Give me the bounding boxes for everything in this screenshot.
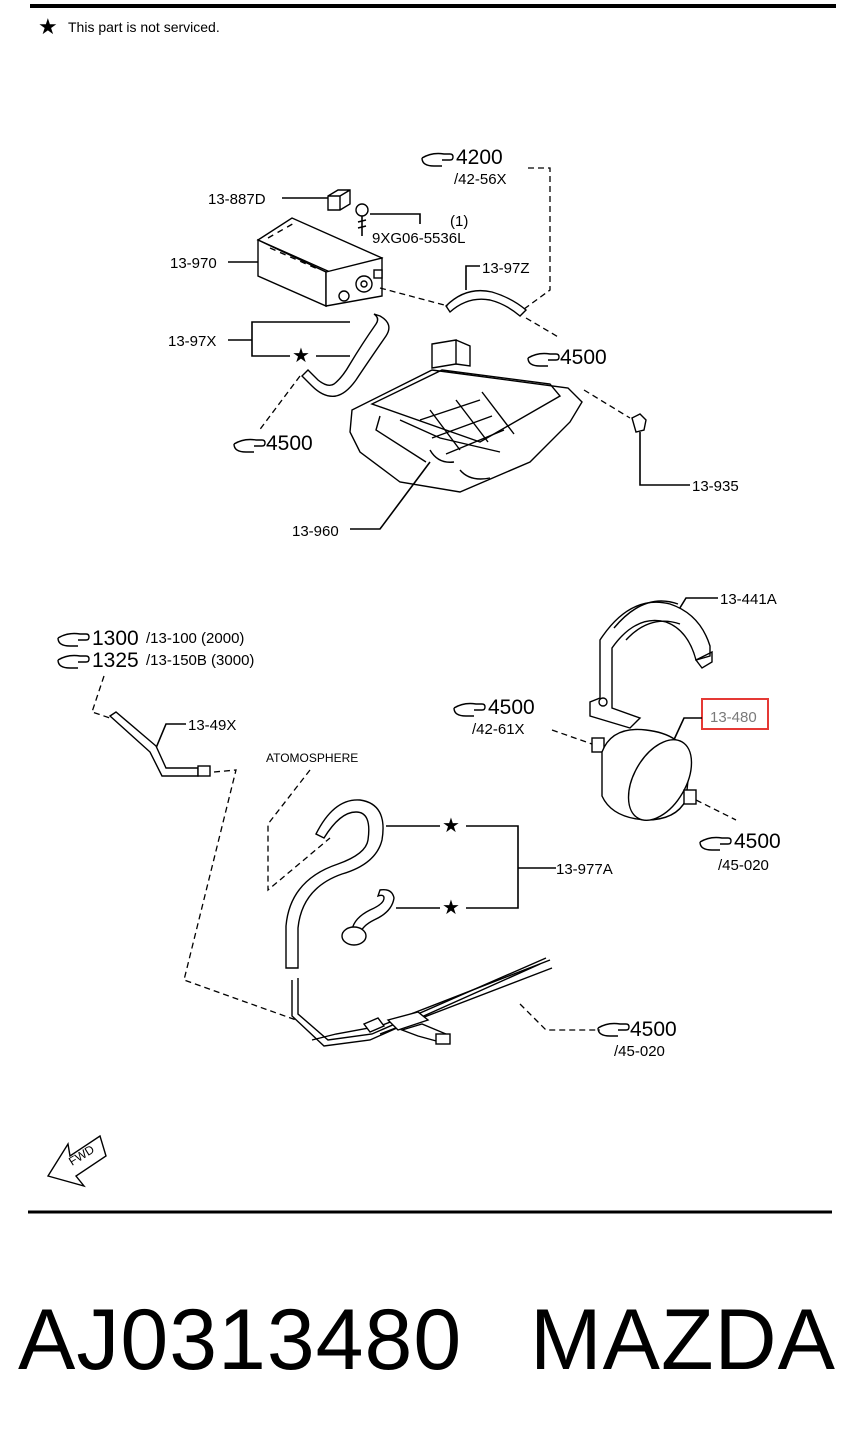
bolt-9xg06 [355, 203, 369, 236]
svg-text:1300: 1300 [92, 627, 139, 650]
star-icon: ★ [292, 345, 310, 367]
label-13-441a[interactable]: 13-441A [720, 591, 777, 608]
pointing-hand-icon [57, 632, 90, 647]
label-13-97z[interactable]: 13-97Z [482, 260, 530, 277]
label-9xg06-5536l[interactable]: 9XG06-5536L [372, 230, 465, 247]
label-13-887d[interactable]: 13-887D [208, 191, 266, 208]
svg-text:/45-020: /45-020 [614, 1043, 665, 1060]
connector-13-887d [327, 189, 351, 211]
svg-text:/45-020: /45-020 [718, 857, 769, 874]
star-icon: ★ [38, 14, 58, 39]
canister-bracket-13-960 [349, 339, 583, 493]
label-bolt-qty: (1) [450, 213, 468, 230]
pointing-hand-icon [597, 1022, 630, 1037]
hose-13-97z [445, 289, 528, 317]
label-13-970[interactable]: 13-970 [170, 255, 217, 272]
label-13-480: 13-480 [710, 709, 757, 726]
pointing-hand-icon [233, 438, 266, 453]
label-atmosphere: ATOMOSPHERE [266, 751, 358, 765]
footer: AJ0313480 MAZDA [0, 1290, 864, 1390]
label-13-977a[interactable]: 13-977A [556, 861, 613, 878]
svg-text:4500: 4500 [488, 696, 535, 719]
svg-text:/13-150B (3000): /13-150B (3000) [146, 652, 254, 669]
pointing-hand-icon [421, 152, 454, 167]
brand-name: MAZDA [530, 1292, 836, 1388]
svg-text:/42-56X: /42-56X [454, 171, 507, 188]
star-icon: ★ [442, 897, 460, 919]
note-text: This part is not serviced. [68, 19, 220, 35]
ref-4500-e[interactable]: 4500 /45-020 [597, 1018, 677, 1060]
fuel-line-bundle [291, 957, 553, 1047]
part-code: AJ0313480 [18, 1292, 463, 1388]
fuel-filter-13-480 [591, 728, 697, 821]
highlight-13-480[interactable]: 13-480 [701, 698, 769, 730]
pointing-hand-icon [57, 654, 90, 669]
ref-4500-d[interactable]: 4500 /45-020 [699, 830, 781, 874]
svg-text:4500: 4500 [560, 346, 607, 369]
svg-text:4500: 4500 [630, 1018, 677, 1041]
label-13-49x[interactable]: 13-49X [188, 717, 236, 734]
filter-bracket-13-441a [589, 600, 713, 729]
ref-4500-b[interactable]: 4500 [233, 432, 313, 455]
pipe-13-49x [108, 711, 199, 777]
svg-text:4200: 4200 [456, 146, 503, 169]
pointing-hand-icon [699, 836, 732, 851]
leader-4200 [519, 167, 551, 313]
label-13-97x[interactable]: 13-97X [168, 333, 216, 350]
svg-text:/42-61X: /42-61X [472, 721, 525, 738]
svg-text:/13-100 (2000): /13-100 (2000) [146, 630, 244, 647]
hose-13-97x [301, 313, 390, 397]
ref-1325[interactable]: 1325 /13-150B (3000) [57, 649, 254, 672]
label-13-935[interactable]: 13-935 [692, 478, 739, 495]
star-icon: ★ [442, 815, 460, 837]
fwd-arrow-icon: FWD [46, 1134, 107, 1188]
clip-13-935 [631, 413, 647, 433]
pointing-hand-icon [527, 352, 560, 367]
svg-text:4500: 4500 [734, 830, 781, 853]
ref-4500-a[interactable]: 4500 [527, 346, 607, 369]
svg-text:1325: 1325 [92, 649, 139, 672]
ref-4200[interactable]: 4200 /42-56X [421, 146, 507, 188]
label-13-960[interactable]: 13-960 [292, 523, 339, 540]
svg-text:4500: 4500 [266, 432, 313, 455]
charcoal-canister-13-970 [256, 217, 384, 308]
ref-1300[interactable]: 1300 /13-100 (2000) [57, 627, 244, 650]
pointing-hand-icon [453, 702, 486, 717]
ref-4500-c[interactable]: 4500 /42-61X [453, 696, 535, 738]
hoses-13-977a [285, 799, 395, 969]
